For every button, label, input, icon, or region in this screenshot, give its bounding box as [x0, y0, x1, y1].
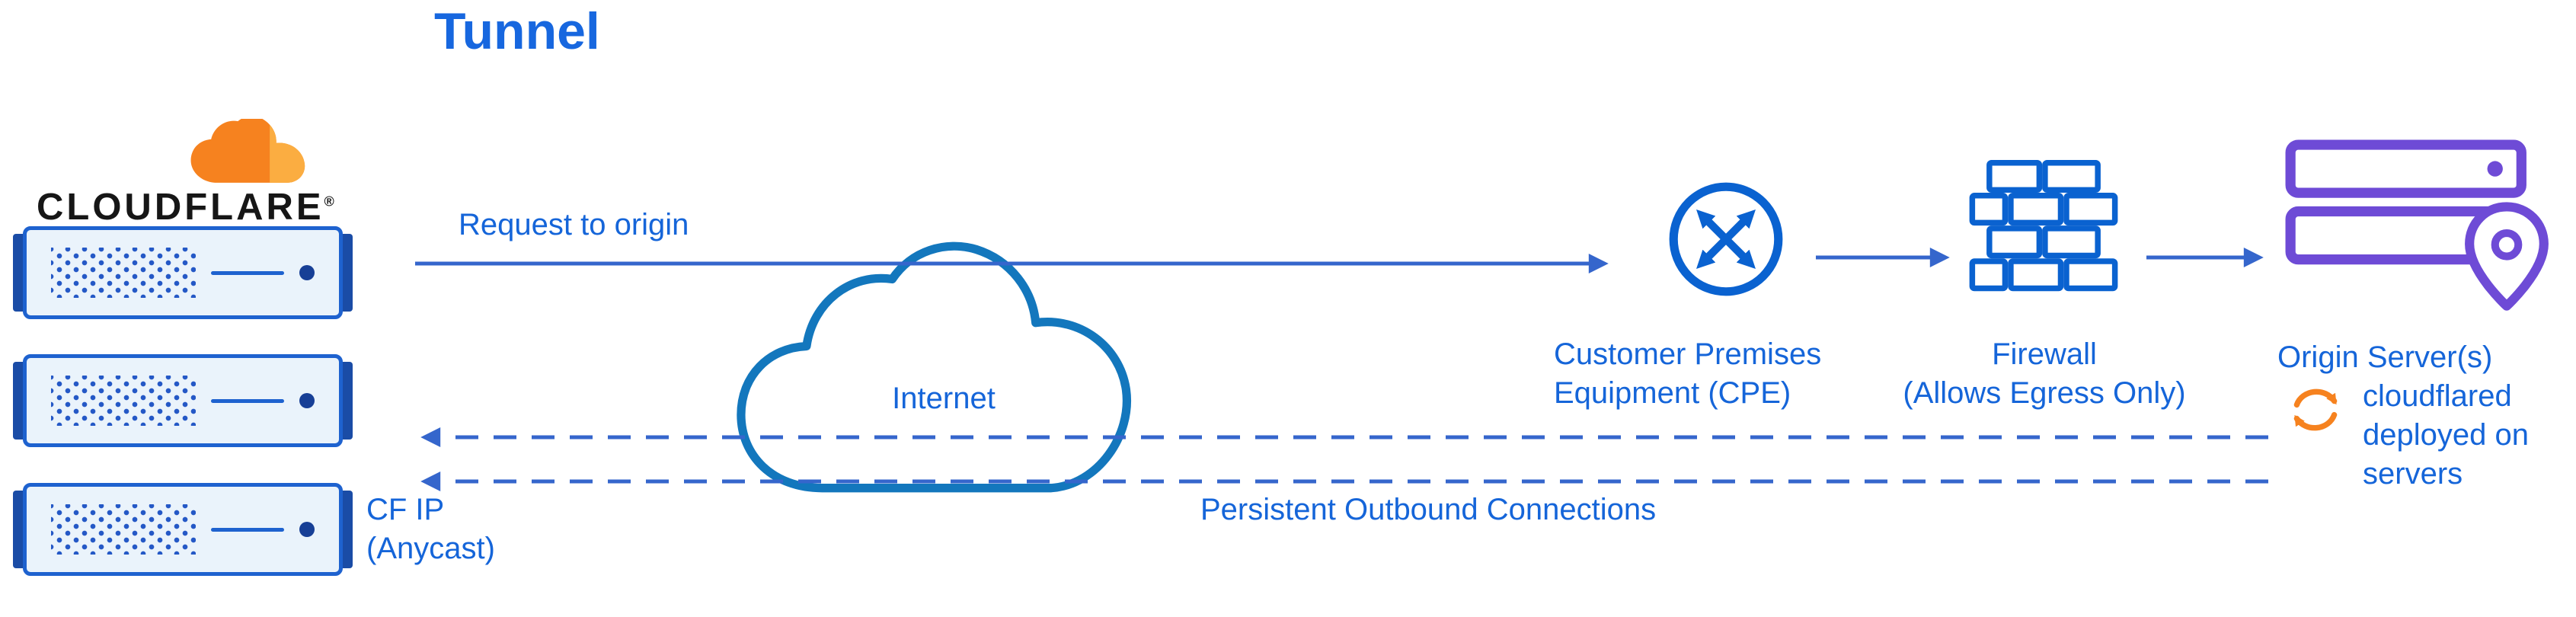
server-vents: [51, 376, 196, 426]
cloudflare-cloud-icon: [190, 119, 305, 183]
edge-server-icon-1: [13, 226, 353, 319]
page-title: Tunnel: [434, 2, 600, 60]
firewall-label: Firewall (Allows Egress Only): [1903, 337, 2186, 410]
server-slot: [211, 398, 284, 403]
registered-mark: ®: [324, 193, 334, 209]
cloudflare-logo: CLOUDFLARE®: [37, 186, 334, 229]
edge-server-icon-2: [13, 354, 353, 447]
firewall-icon: [1969, 159, 2118, 292]
cpe-label: Customer Premises Equipment (CPE): [1554, 337, 1822, 410]
server-vents: [51, 248, 196, 298]
cloudflared-note: cloudflared deployed on servers: [2363, 379, 2529, 491]
request-to-origin-label: Request to origin: [459, 208, 689, 241]
server-led: [299, 265, 315, 280]
origin-server-label: Origin Server(s): [2277, 340, 2493, 374]
edge-server-icon-3: [13, 483, 353, 576]
cf-ip-anycast-label: CF IP (Anycast): [366, 493, 495, 565]
server-body: [23, 483, 343, 576]
cloudflare-wordmark: CLOUDFLARE: [37, 187, 324, 228]
cloudflared-sync-icon: [2293, 388, 2338, 431]
server-body: [23, 354, 343, 447]
cpe-router-icon: [1669, 182, 1783, 296]
cloud-icon: [737, 241, 1132, 493]
server-slot: [211, 527, 284, 532]
internet-cloud: Internet: [710, 229, 1178, 501]
server-led: [299, 393, 315, 408]
persistent-outbound-label: Persistent Outbound Connections: [1200, 493, 1657, 526]
server-slot: [211, 270, 284, 275]
server-body: [23, 226, 343, 319]
server-led: [299, 522, 315, 537]
origin-server-icon: [2285, 139, 2549, 311]
server-vents: [51, 504, 196, 555]
internet-label: Internet: [892, 382, 996, 415]
